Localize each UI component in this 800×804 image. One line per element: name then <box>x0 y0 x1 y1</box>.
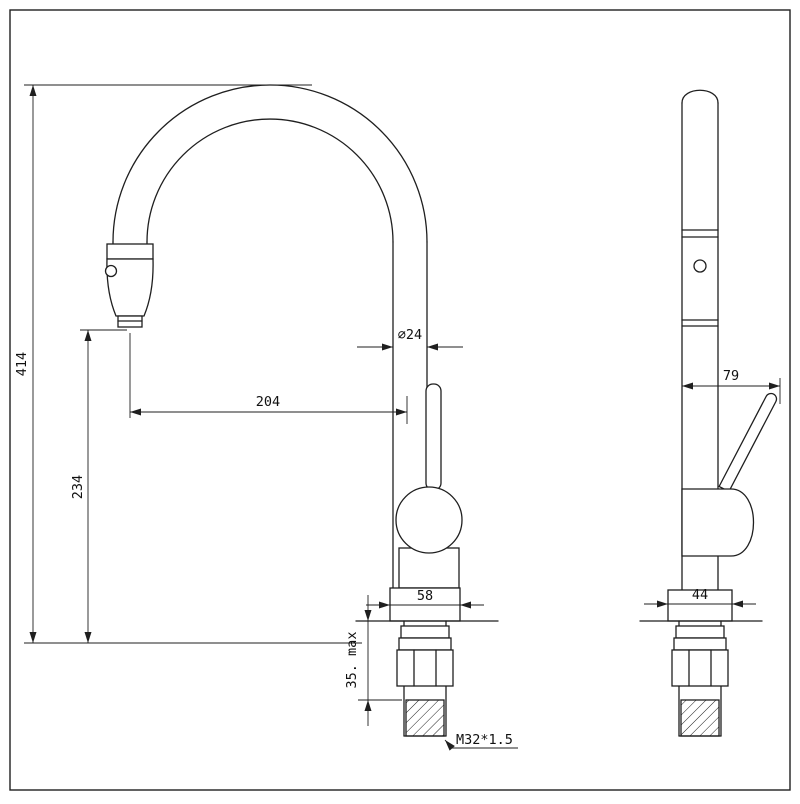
sprayer-head <box>104 243 154 328</box>
handle-lever-side <box>718 392 778 493</box>
base-plate-side <box>667 589 733 622</box>
mounting-nut-front <box>396 649 454 687</box>
valve-body-side <box>681 488 755 557</box>
dim-label-depth: 79 <box>723 368 739 384</box>
dim-deck-thickness: 35. max <box>344 595 402 726</box>
dim-spout-reach: 204 <box>129 333 408 424</box>
dim-outlet-height: 234 <box>70 329 127 643</box>
thread-section-front <box>405 699 445 737</box>
mounting-hardware-front <box>396 620 454 737</box>
dim-label-overall-height: 414 <box>14 352 30 376</box>
dim-label-outlet-height: 234 <box>70 475 86 499</box>
dim-label-spout-reach: 204 <box>256 394 280 410</box>
dim-base-width: 58 <box>366 588 484 609</box>
dim-label-base-depth: 44 <box>692 587 708 603</box>
dim-label-thread-spec: M32*1.5 <box>456 732 513 748</box>
dim-depth: 79 <box>682 368 781 404</box>
sprayer-button <box>104 264 118 278</box>
dim-spout-diameter: ⌀24 <box>357 327 463 351</box>
front-view: 414 234 204 ⌀24 58 <box>14 84 518 751</box>
valve-body-front <box>389 383 463 622</box>
dim-label-spout-diameter: ⌀24 <box>398 327 422 343</box>
valve-joint-circle <box>395 486 463 554</box>
dim-label-deck-thickness: 35. max <box>344 632 360 689</box>
dim-overall-height: 414 <box>14 84 362 644</box>
handle-side <box>681 392 778 557</box>
side-view: 79 44 <box>639 89 781 737</box>
dim-thread-spec: M32*1.5 <box>444 732 518 751</box>
thread-section-side <box>680 699 720 737</box>
dim-base-depth: 44 <box>644 587 756 608</box>
dim-label-base-width: 58 <box>417 588 433 604</box>
handle-lever-front <box>425 383 442 491</box>
mounting-hardware-side <box>671 620 729 737</box>
mounting-nut-side <box>671 649 729 687</box>
sprayer-button-side <box>693 259 707 273</box>
